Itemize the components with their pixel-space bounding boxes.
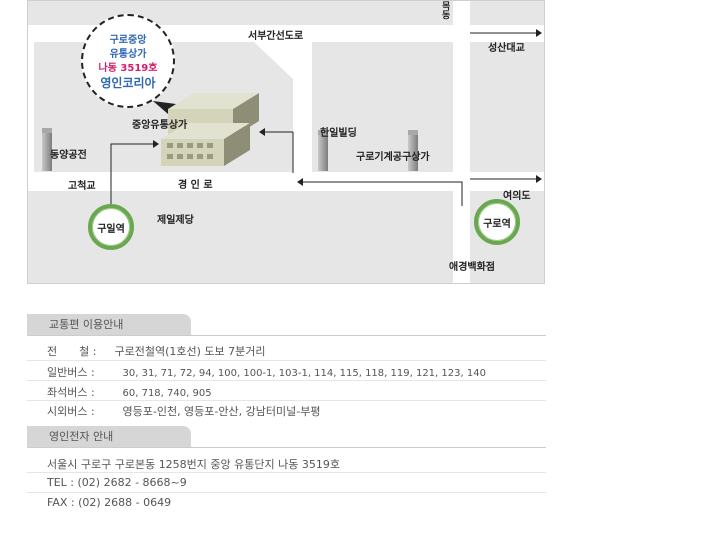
dongyang-building — [42, 128, 52, 171]
traffic-value: 30, 31, 71, 72, 94, 100, 100-1, 103-1, 1… — [122, 368, 486, 379]
traffic-label: 일반버스 : — [47, 366, 95, 379]
traffic-row-seat-bus: 좌석버스 : 60, 718, 740, 905 — [47, 384, 212, 400]
traffic-label: 전 철 : — [47, 345, 97, 358]
label-jeil: 제일제당 — [157, 215, 194, 226]
traffic-label: 시외버스 : — [47, 405, 95, 418]
label-seongsan: 성산대교 — [488, 43, 525, 54]
traffic-value: 구로전철역(1호선) 도보 7분거리 — [114, 345, 266, 358]
traffic-label: 좌석버스 : — [47, 386, 95, 399]
traffic-value: 60, 718, 740, 905 — [122, 388, 212, 399]
company-address: 서울시 구로구 구로본동 1258번지 중앙 유통단지 나동 3519호 — [47, 458, 340, 471]
traffic-row-bus: 일반버스 : 30, 31, 71, 72, 94, 100, 100-1, 1… — [47, 364, 486, 380]
road-diagonal — [110, 29, 542, 206]
label-jungang: 중앙유통상가 — [132, 120, 188, 131]
bubble-line1: 구로중앙 — [109, 35, 147, 46]
label-dongyang: 동양공전 — [50, 150, 87, 161]
row-divider — [27, 492, 546, 493]
jungang-building — [161, 93, 259, 166]
label-hanil: 한일빌딩 — [320, 128, 357, 139]
road-left-vertical — [28, 25, 34, 191]
traffic-divider — [27, 335, 546, 336]
bubble-line3: 나동 3519호 — [98, 63, 158, 74]
station-guil: 구일역 — [88, 204, 134, 250]
row-divider — [27, 472, 546, 473]
label-mokdong: 목동 — [442, 2, 451, 21]
company-tel: TEL : (02) 2682 - 8668~9 — [47, 476, 187, 489]
road-mid-vertical — [293, 25, 312, 191]
label-gyeongin: 경 인 로 — [178, 180, 213, 191]
company-section: 영인전자 안내 — [27, 426, 546, 448]
bubble-line2: 유통상가 — [109, 49, 147, 60]
bubble-line4: 영인코리아 — [100, 76, 156, 90]
traffic-section: 교통편 이용안내 — [27, 314, 546, 336]
road-right-vertical — [453, 1, 470, 283]
location-bubble: 구로중앙 유통상가 나동 3519호 영인코리아 — [81, 14, 175, 108]
row-divider — [27, 380, 546, 381]
row-divider — [27, 400, 546, 401]
label-yeouido: 여의도 — [503, 191, 531, 202]
traffic-row-intercity-bus: 시외버스 : 영등포-인천, 영등포-안산, 강남터미널-부평 — [47, 403, 320, 419]
label-aekyung: 애경백화점 — [449, 262, 495, 273]
guro-kigye-building — [408, 130, 418, 171]
label-guro-kigye: 구로기계공구상가 — [356, 152, 430, 163]
traffic-row-subway: 전 철 : 구로전철역(1호선) 도보 7분거리 — [47, 343, 266, 359]
label-seobu: 서부간선도로 — [248, 31, 304, 42]
company-divider — [27, 447, 546, 448]
row-divider — [27, 360, 546, 361]
label-gocheok: 고척교 — [68, 181, 96, 192]
station-guro: 구로역 — [474, 199, 520, 245]
road-gyeongin — [33, 172, 544, 191]
hanil-building — [318, 130, 328, 171]
traffic-title: 교통편 이용안내 — [27, 314, 191, 335]
company-title: 영인전자 안내 — [27, 426, 191, 447]
location-map: 구로중앙 유통상가 나동 3519호 영인코리아 서부간선도로 성산대교 목동 … — [27, 0, 545, 284]
company-fax: FAX : (02) 2688 - 0649 — [47, 496, 172, 509]
traffic-value: 영등포-인천, 영등포-안산, 강남터미널-부평 — [122, 405, 321, 418]
